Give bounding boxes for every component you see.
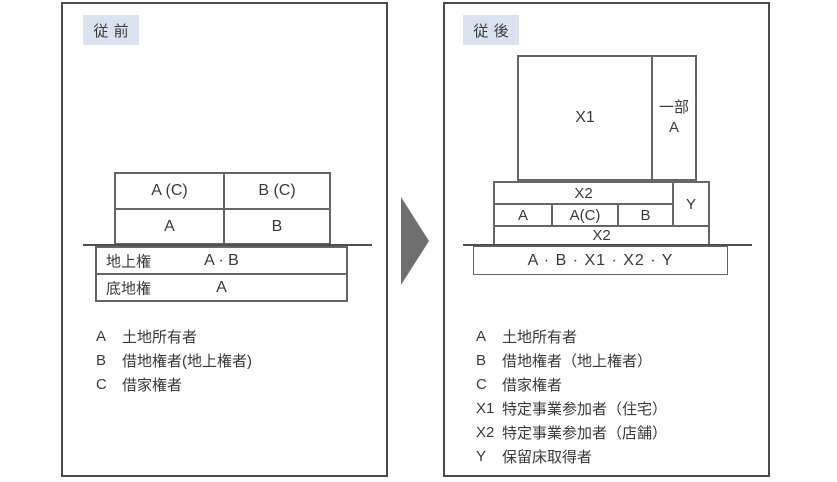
ground-line — [83, 244, 372, 246]
after-podium-table: X2 Y A A(C) B X2 — [493, 181, 710, 245]
legend-key: B — [96, 351, 107, 369]
legend-row: X1 特定事業参加者（住宅） — [476, 396, 667, 420]
land-rights-table: 地上権 A · B 底地権 A — [95, 246, 348, 302]
tower-cell-x1: X1 — [518, 56, 652, 180]
legend-row: A 土地所有者 — [96, 324, 252, 348]
legend-key: C — [96, 375, 107, 393]
underlying-right-row: 底地権 A — [96, 274, 347, 301]
building-cell-b: B — [224, 209, 330, 244]
before-label: 従前 — [83, 15, 139, 45]
after-panel: 従後 X1 一部 A X2 Y A A(C) B X2 A · B · X1 ·… — [443, 2, 770, 477]
building-cell-a: A — [115, 209, 224, 244]
before-legend: A 土地所有者 B 借地権者(地上権者) C 借家権者 — [96, 324, 252, 396]
legend-key: B — [476, 351, 487, 369]
legend-row: C 借家権者 — [476, 372, 667, 396]
legend-desc: 借家権者 — [122, 376, 183, 394]
tower-cell-partial-a: 一部 A — [652, 56, 696, 180]
land-ownership-box: A · B · X1 · X2 · Y — [473, 246, 728, 275]
underlying-right-label: 底地権 — [106, 280, 152, 297]
legend-key: A — [96, 327, 107, 345]
legend-row: B 借地権者（地上権者） — [476, 348, 667, 372]
surface-right-value: A · B — [204, 251, 239, 269]
after-tower-table: X1 一部 A — [517, 55, 697, 181]
podium-floor0-x2: X2 — [494, 226, 709, 245]
legend-key: Y — [476, 447, 487, 465]
legend-desc: 特定事業参加者（店舗） — [502, 424, 668, 442]
transform-arrow-icon — [401, 197, 429, 285]
legend-desc: 特定事業参加者（住宅） — [502, 400, 668, 418]
after-legend: A 土地所有者 B 借地権者（地上権者） C 借家権者 X1 特定事業参加者（住… — [476, 324, 667, 468]
legend-desc: 借家権者 — [502, 376, 563, 394]
building-cell-b-c: B (C) — [224, 173, 330, 209]
legend-key: A — [476, 327, 487, 345]
podium-y-cell: Y — [673, 182, 709, 226]
podium-cell-b: B — [618, 204, 673, 226]
surface-right-label: 地上権 — [106, 253, 152, 270]
podium-floor2-x2: X2 — [494, 182, 673, 204]
surface-right-row: 地上権 A · B — [96, 247, 347, 274]
legend-desc: 借地権者（地上権者） — [502, 352, 653, 370]
legend-row: A 土地所有者 — [476, 324, 667, 348]
partial-line1: 一部 — [658, 99, 689, 116]
ground-line — [463, 244, 752, 246]
legend-row: B 借地権者(地上権者) — [96, 348, 252, 372]
before-panel: 従前 A (C) B (C) A B 地上権 A · B 底地権 A A 土地所… — [61, 2, 388, 477]
legend-row: Y 保留床取得者 — [476, 444, 667, 468]
legend-key: X2 — [476, 423, 495, 441]
after-label: 従後 — [463, 15, 519, 45]
legend-desc: 保留床取得者 — [502, 448, 593, 466]
legend-desc: 土地所有者 — [122, 328, 198, 346]
podium-cell-a: A — [494, 204, 552, 226]
legend-desc: 土地所有者 — [502, 328, 578, 346]
legend-row: X2 特定事業参加者（店舗） — [476, 420, 667, 444]
before-building-table: A (C) B (C) A B — [114, 172, 331, 245]
building-cell-a-c: A (C) — [115, 173, 224, 209]
legend-key: X1 — [476, 399, 495, 417]
legend-desc: 借地権者(地上権者) — [122, 352, 252, 370]
partial-line2: A — [668, 119, 679, 136]
underlying-right-value: A — [216, 278, 227, 296]
podium-cell-a-c: A(C) — [552, 204, 618, 226]
legend-key: C — [476, 375, 487, 393]
legend-row: C 借家権者 — [96, 372, 252, 396]
